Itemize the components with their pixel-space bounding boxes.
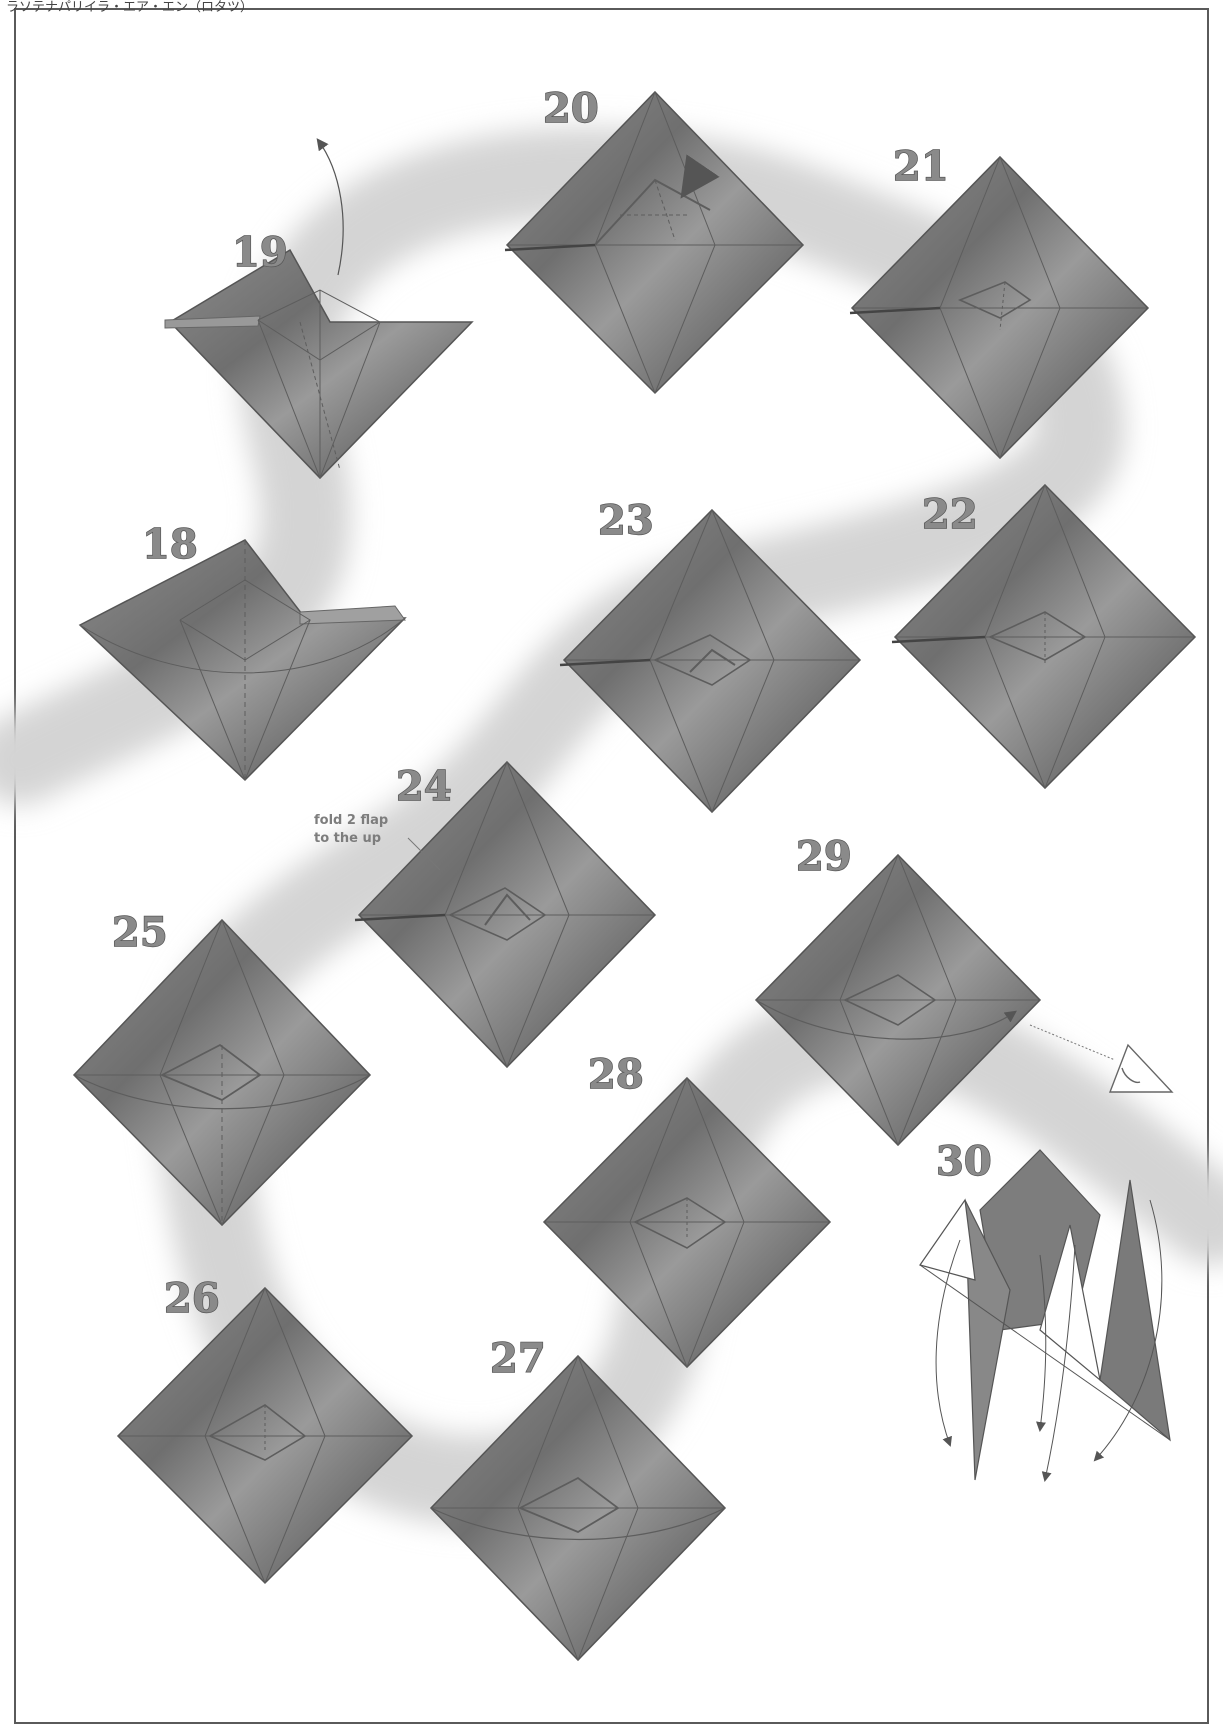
step-26-number: 26	[164, 1275, 220, 1322]
step-27-number: 27	[490, 1335, 546, 1382]
step-24-note-line-2: to the up	[314, 831, 381, 846]
step-30-diagram	[920, 1150, 1170, 1480]
step-28-number: 28	[588, 1051, 644, 1098]
step-21-number: 21	[893, 143, 949, 190]
step-29-number: 29	[796, 833, 852, 880]
step-24-note-line-1: fold 2 flap	[314, 813, 388, 828]
step-22-number: 22	[922, 491, 978, 538]
step-30-number: 30	[936, 1138, 992, 1185]
eye-icon	[1110, 1045, 1172, 1092]
step-27-diagram	[431, 1356, 725, 1660]
step-19-number: 19	[232, 229, 288, 276]
step-20-number: 20	[543, 85, 599, 132]
step-23-number: 23	[598, 497, 654, 544]
step-25-diagram	[74, 920, 370, 1225]
step-18-number: 18	[142, 521, 198, 568]
step-25-number: 25	[112, 909, 168, 956]
step-24-number: 24	[396, 763, 452, 810]
step-26-diagram	[118, 1288, 412, 1583]
step-28-diagram	[544, 1078, 830, 1367]
